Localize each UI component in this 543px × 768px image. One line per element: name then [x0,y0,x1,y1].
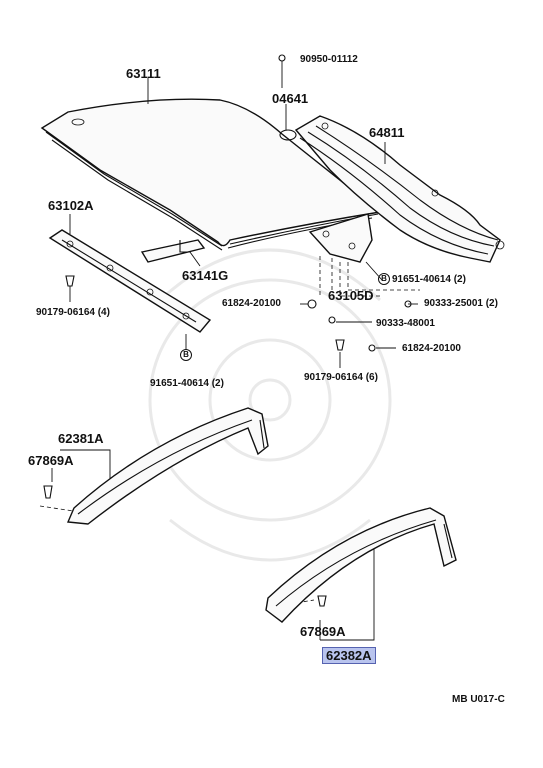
reference-code: MB U017-C [452,694,505,705]
weatherstrip-62381A [66,407,269,525]
label-63141G: 63141G [182,268,229,283]
label-67869A-right: 67869A [300,624,346,639]
circle-b-marker-left: B [180,349,192,361]
label-62381A: 62381A [58,431,104,446]
leader-lines [39,61,420,641]
label-04641: 04641 [272,91,309,106]
label-63105D: 63105D [328,288,374,303]
roof-panel-63111 [40,98,382,251]
roof-reinforcement-63102A [48,229,212,333]
label-90333-25001: 90333-25001 (2) [424,298,498,309]
label-63102A: 63102A [48,198,94,213]
watermark-emblem [148,248,392,562]
label-67869A-left: 67869A [28,453,74,468]
circle-b-marker-right: B [378,273,390,285]
label-63111: 63111 [126,66,161,81]
label-61824-left: 61824-20100 [222,298,281,309]
label-62382A-highlighted[interactable]: 62382A [322,647,376,664]
label-91651-left: 91651-40614 (2) [150,378,224,389]
label-90950-01112: 90950-01112 [300,54,358,65]
label-61824-right: 61824-20100 [402,343,461,354]
label-90333-48001: 90333-48001 [376,318,435,329]
label-91651-right-text: 91651-40614 (2) [392,274,466,285]
label-90179-left: 90179-06164 (4) [36,307,110,318]
side-rail-64811 [294,115,505,263]
bracket-63105D [308,213,373,263]
circle-b-marker-left-wrap: B [180,349,194,361]
label-64811: 64811 [369,125,405,140]
bracket-63141G [140,239,206,263]
weatherstrip-62382A [265,507,457,623]
label-90179-right: 90179-06164 (6) [304,372,378,383]
